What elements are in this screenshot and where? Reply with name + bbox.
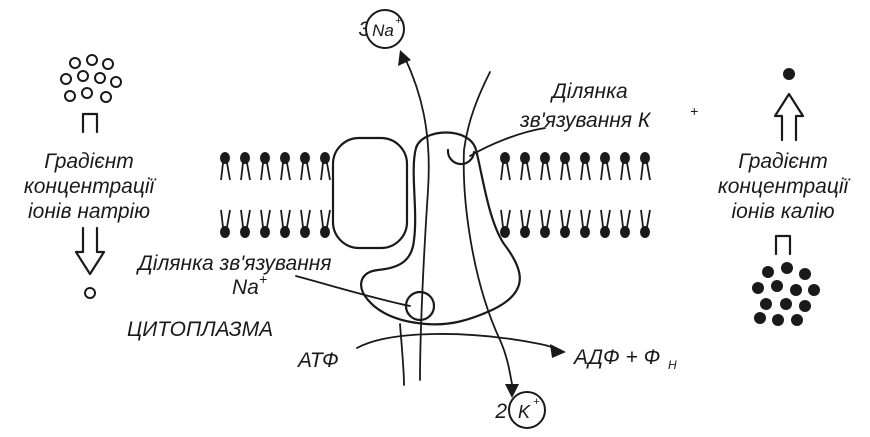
lipid-tail <box>641 163 650 180</box>
atp-label: АТФ <box>296 349 339 372</box>
membrane-lipids-left <box>220 152 330 238</box>
lipid-head <box>260 152 270 164</box>
potassium-site-label-charge: + <box>690 103 698 119</box>
potassium-gradient-line2: концентрації <box>718 175 851 198</box>
lipid-head <box>580 226 590 238</box>
adp-label: АДФ + Ф <box>572 346 660 369</box>
lipid-head <box>280 226 290 238</box>
lipid-head <box>620 226 630 238</box>
lipid-tail <box>581 163 590 180</box>
lipid-head <box>500 152 510 164</box>
lipid-tail <box>241 210 250 227</box>
sodium-site-label-charge: + <box>259 271 267 287</box>
lipid-tail <box>261 210 270 227</box>
potassium-site-pointer <box>470 128 545 156</box>
pump-cytoplasm-stem <box>400 324 404 385</box>
lipid-tail <box>301 163 310 180</box>
lipid-head <box>520 152 530 164</box>
lipid-tail <box>521 210 530 227</box>
potassium-site-label-line1: Ділянка <box>550 80 628 103</box>
potassium-in-ion: K <box>518 402 531 422</box>
lipid-tail <box>601 163 610 180</box>
potassium-gradient-line3: іонів калію <box>731 200 834 223</box>
potassium-ion-cluster <box>752 262 820 326</box>
lipid-tail <box>601 210 610 227</box>
potassium-gradient-line1: Градієнт <box>738 150 828 173</box>
lipid-head <box>300 226 310 238</box>
potassium-gradient-arrow-bottom <box>776 236 790 254</box>
lipid-tail <box>621 163 630 180</box>
membrane-lipids-right <box>500 152 650 238</box>
lipid-head <box>240 226 250 238</box>
sodium-gradient-line1: Градієнт <box>44 150 134 173</box>
lipid-head <box>620 152 630 164</box>
sodium-export-arrow <box>405 58 429 380</box>
lipid-tail <box>221 163 230 180</box>
lipid-tail <box>561 210 570 227</box>
sodium-ion-cluster <box>61 55 121 102</box>
lipid-head <box>640 226 650 238</box>
lipid-head <box>260 226 270 238</box>
potassium-in-count: 2 <box>494 400 507 423</box>
lipid-tail <box>641 210 650 227</box>
lipid-head <box>220 226 230 238</box>
pump-protein-body <box>361 133 520 325</box>
atp-hydrolysis-arrow <box>357 334 560 350</box>
lipid-head <box>640 152 650 164</box>
channel-protein-subunit <box>333 138 407 248</box>
sodium-site-label-line2: Na <box>232 276 259 299</box>
sodium-gradient-line3: іонів натрію <box>28 200 150 223</box>
lipid-head <box>540 226 550 238</box>
lipid-tail <box>621 210 630 227</box>
lipid-tail <box>581 210 590 227</box>
sodium-gradient-arrow-down <box>76 228 104 274</box>
lipid-tail <box>501 163 510 180</box>
lipid-head <box>540 152 550 164</box>
lipid-tail <box>541 163 550 180</box>
lipid-tail <box>321 163 330 180</box>
potassium-site-label-line2: зв'язування К <box>519 109 652 132</box>
lipid-tail <box>541 210 550 227</box>
lipid-head <box>560 152 570 164</box>
sodium-out-charge: + <box>395 15 402 27</box>
atp-hydrolysis-arrowhead <box>550 344 566 358</box>
sodium-export-arrowhead <box>398 50 411 66</box>
lipid-tail <box>241 163 250 180</box>
lipid-head <box>500 226 510 238</box>
sodium-out-ion: Na <box>372 21 394 40</box>
lipid-tail <box>521 163 530 180</box>
lipid-tail <box>501 210 510 227</box>
sodium-site-label-line1: Ділянка зв'язування <box>136 252 332 275</box>
lipid-head <box>600 152 610 164</box>
lipid-tail <box>321 210 330 227</box>
lipid-head <box>520 226 530 238</box>
lipid-head <box>600 226 610 238</box>
sodium-site-pointer <box>296 276 410 306</box>
potassium-ion-single <box>783 68 795 80</box>
lipid-tail <box>261 163 270 180</box>
lipid-head <box>320 152 330 164</box>
adp-subscript: Н <box>668 358 677 372</box>
lipid-tail <box>561 163 570 180</box>
lipid-tail <box>301 210 310 227</box>
lipid-head <box>560 226 570 238</box>
cytoplasm-label: ЦИТОПЛАЗМА <box>127 318 273 341</box>
lipid-tail <box>281 210 290 227</box>
sodium-gradient-line2: концентрації <box>24 175 157 198</box>
lipid-head <box>280 152 290 164</box>
sodium-ion-single <box>85 288 95 298</box>
lipid-head <box>300 152 310 164</box>
lipid-head <box>240 152 250 164</box>
lipid-head <box>220 152 230 164</box>
lipid-head <box>320 226 330 238</box>
sodium-gradient-arrow-top <box>83 114 97 132</box>
lipid-head <box>580 152 590 164</box>
potassium-in-charge: + <box>533 396 540 408</box>
potassium-gradient-arrow-up <box>775 94 803 140</box>
potassium-binding-site <box>448 150 474 164</box>
lipid-tail <box>281 163 290 180</box>
lipid-tail <box>221 210 230 227</box>
